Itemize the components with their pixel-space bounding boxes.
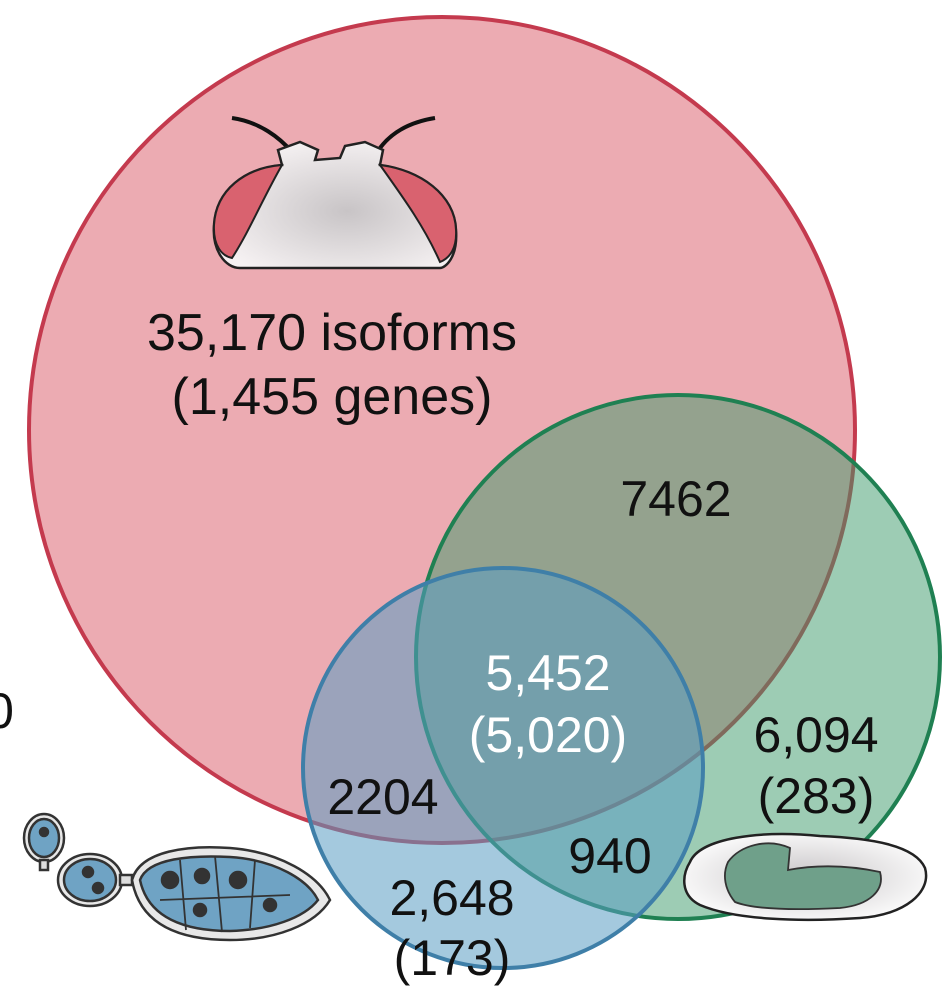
ovary-icon <box>22 812 332 942</box>
ovary-only-label: 2,648 <box>389 870 514 926</box>
fly-body-icon <box>683 832 928 922</box>
ovary-only-sublabel: (173) <box>394 930 511 986</box>
body-only-label: 6,094 <box>753 707 878 763</box>
ovary-set-circle <box>301 566 705 970</box>
fly-head-icon <box>212 116 458 270</box>
all-three-sublabel: (5,020) <box>469 707 627 763</box>
head-only-sublabel: (1,455 genes) <box>172 368 493 426</box>
head-body-label: 7462 <box>620 471 731 527</box>
body-only-sublabel: (283) <box>758 768 875 824</box>
head-ovary-label: 2204 <box>327 769 438 825</box>
head-only-label: 35,170 isoforms <box>147 304 517 362</box>
edge-label: 0 <box>0 683 14 739</box>
body-ovary-label: 940 <box>568 828 651 884</box>
all-three-label: 5,452 <box>485 645 610 701</box>
